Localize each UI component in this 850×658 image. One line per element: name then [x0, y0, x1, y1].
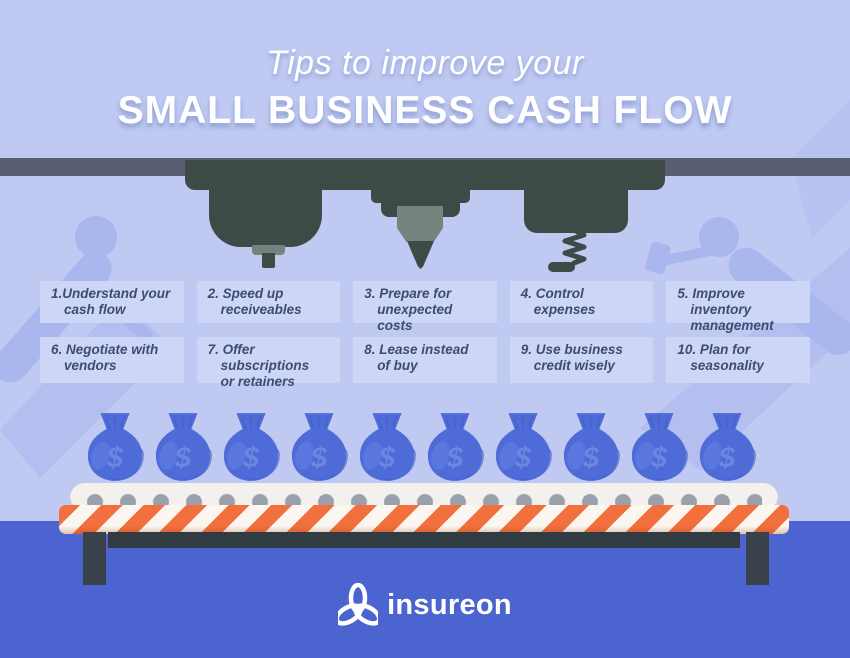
- tip-label: 3. Prepare for unexpected costs: [364, 286, 453, 333]
- nozzle-right-block: [524, 189, 628, 233]
- nozzle-left-dome: [209, 189, 322, 247]
- tip-label: 10. Plan for seasonality: [677, 342, 764, 373]
- tip-card-7: 7. Offer subscriptions or retainers: [196, 337, 341, 389]
- tip-label: 1.Understand your cash flow: [51, 286, 171, 317]
- money-bags-row: $ $ $ $: [84, 408, 758, 486]
- tip-card-8: 8. Lease instead of buy: [353, 337, 497, 383]
- dollar-sign: $: [650, 442, 668, 474]
- tip-label: 9. Use business credit wisely: [520, 342, 623, 373]
- dollar-sign: $: [378, 442, 396, 474]
- spring-end-cap: [548, 262, 575, 272]
- tip-label: 6. Negotiate with vendors: [51, 342, 159, 373]
- brand-name: insureon: [387, 588, 512, 621]
- tip-label: 2. Speed up receiveables: [207, 286, 302, 317]
- money-bag-graphic: $: [495, 413, 553, 481]
- money-bag-graphic: $: [699, 413, 757, 481]
- belt-leg-right: [746, 532, 769, 585]
- money-bag-graphic: $: [155, 413, 213, 481]
- nozzle-left-tip: [252, 245, 285, 255]
- header: Tips to improve your SMALL BUSINESS CASH…: [0, 44, 850, 133]
- money-bag-icon: $: [696, 408, 758, 486]
- page-title: SMALL BUSINESS CASH FLOW: [117, 89, 733, 132]
- tip-card-5: 5. Improve inventory management: [666, 281, 810, 333]
- tip-label: 4. Control expenses: [520, 286, 596, 317]
- dollar-sign: $: [106, 442, 124, 474]
- money-bag-icon: $: [288, 408, 350, 486]
- dollar-sign: $: [446, 442, 464, 474]
- nozzle-left-stem: [262, 253, 275, 268]
- money-bag-graphic: $: [87, 413, 145, 481]
- tip-card-10: 10. Plan for seasonality: [666, 337, 810, 383]
- dollar-sign: $: [174, 442, 192, 474]
- money-bag-icon: $: [220, 408, 282, 486]
- belt-leg-left: [83, 532, 106, 585]
- money-bag-graphic: $: [291, 413, 349, 481]
- tip-card-9: 9. Use business credit wisely: [509, 337, 654, 383]
- money-bag-graphic: $: [631, 413, 689, 481]
- money-bag-icon: $: [628, 408, 690, 486]
- dollar-sign: $: [514, 442, 532, 474]
- money-bag-icon: $: [84, 408, 146, 486]
- tip-card-6: 6. Negotiate with vendors: [40, 337, 184, 383]
- hazard-band-shade: [59, 505, 789, 534]
- tip-card-4: 4. Control expenses: [509, 281, 654, 323]
- tip-label: 7. Offer subscriptions or retainers: [207, 342, 310, 389]
- money-bag-icon: $: [356, 408, 418, 486]
- dollar-sign: $: [310, 442, 328, 474]
- tip-card-2: 2. Speed up receiveables: [196, 281, 341, 323]
- dollar-sign: $: [242, 442, 260, 474]
- nozzle-middle-gray: [397, 206, 443, 244]
- brand-logo: insureon: [0, 583, 850, 627]
- hazard-stripe-band: [59, 505, 789, 534]
- belt-support-bar: [108, 532, 740, 548]
- money-bag-graphic: $: [359, 413, 417, 481]
- tip-card-3: 3. Prepare for unexpected costs: [353, 281, 497, 333]
- dollar-sign: $: [718, 442, 736, 474]
- tips-grid: 1.Understand your cash flow 2. Speed up …: [40, 281, 810, 389]
- dollar-sign: $: [582, 442, 600, 474]
- machine-housing: [185, 160, 665, 190]
- header-subtitle: Tips to improve your: [266, 44, 584, 82]
- money-bag-icon: $: [560, 408, 622, 486]
- tip-label: 5. Improve inventory management: [677, 286, 774, 333]
- money-bag-icon: $: [152, 408, 214, 486]
- tip-label: 8. Lease instead of buy: [364, 342, 469, 373]
- money-bag-icon: $: [424, 408, 486, 486]
- money-bag-graphic: $: [427, 413, 485, 481]
- money-bag-graphic: $: [563, 413, 621, 481]
- insureon-logo-icon: [338, 583, 379, 626]
- spring-icon: [562, 228, 587, 266]
- money-bag-graphic: $: [223, 413, 281, 481]
- tip-card-1: 1.Understand your cash flow: [40, 281, 184, 323]
- money-bag-icon: $: [492, 408, 554, 486]
